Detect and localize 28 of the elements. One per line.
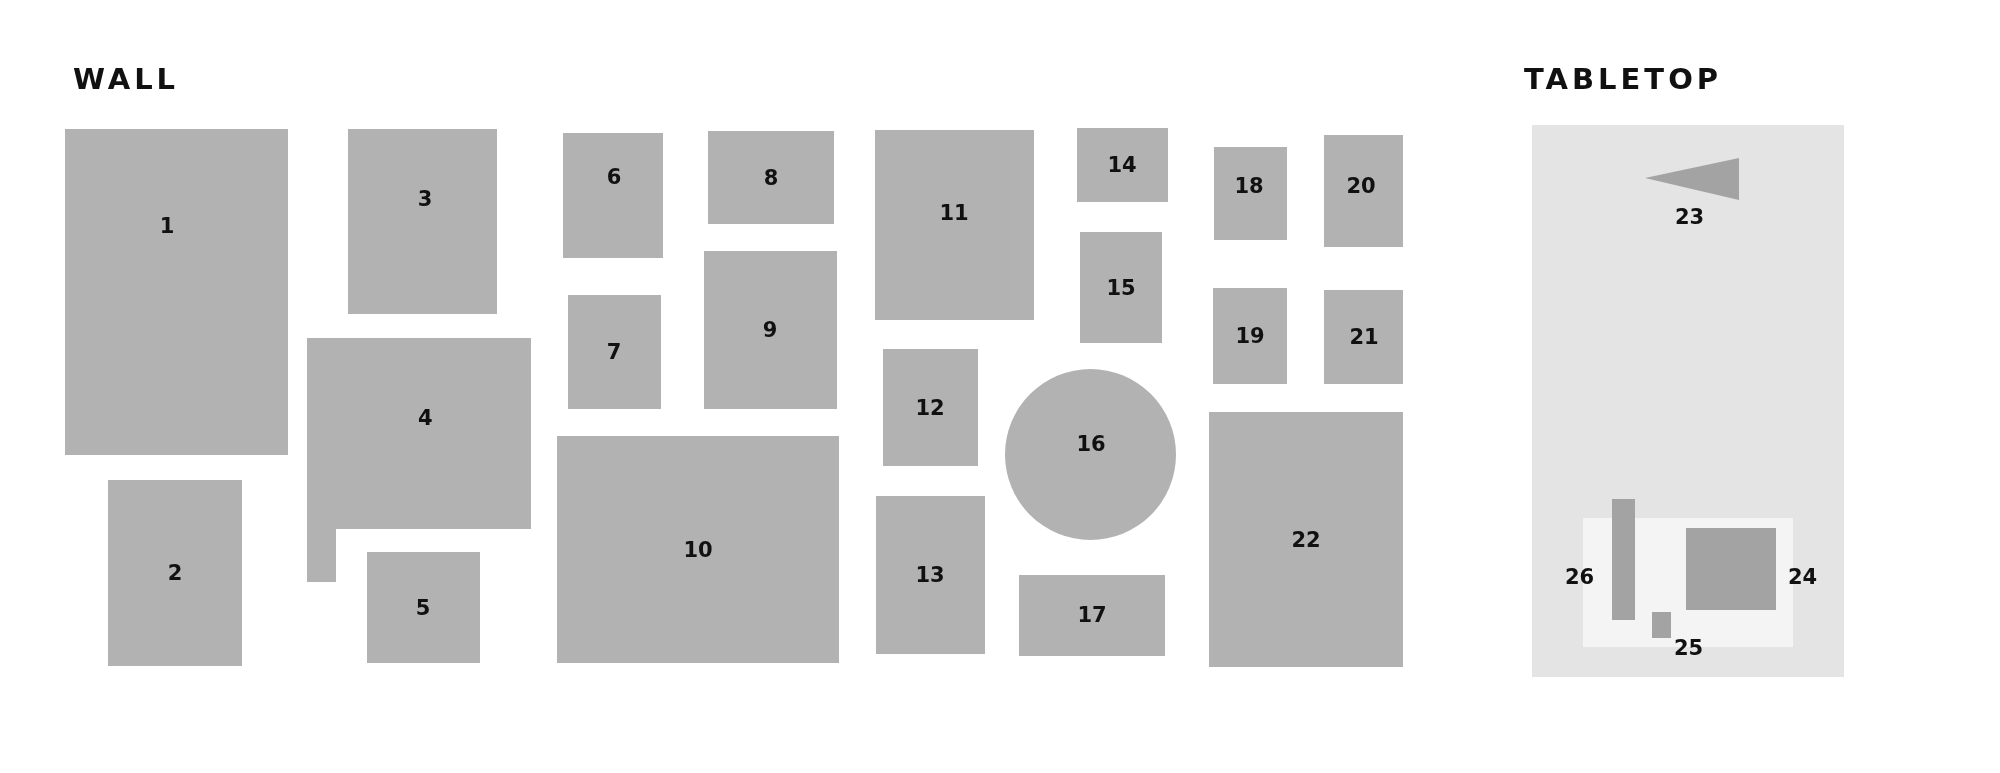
- item-number: 26: [1565, 565, 1595, 589]
- picture-frame: 22: [1209, 412, 1403, 667]
- picture-frame: 18: [1214, 147, 1287, 240]
- picture-frame: 17: [1019, 575, 1165, 656]
- picture-frame: 14: [1077, 128, 1168, 202]
- section-heading: TABLETOP: [1524, 62, 1723, 96]
- picture-frame: 5: [367, 552, 480, 663]
- picture-frame: 21: [1324, 290, 1403, 384]
- picture-frame: 1: [65, 129, 288, 455]
- item-number: 4: [418, 406, 433, 430]
- picture-frame: 3: [348, 129, 497, 314]
- picture-frame: 20: [1324, 135, 1403, 247]
- item-number: 23: [1675, 205, 1705, 229]
- picture-frame: 11: [875, 130, 1034, 320]
- picture-frame: 12: [883, 349, 978, 466]
- picture-frame: 10: [557, 436, 839, 663]
- picture-frame: 8: [708, 131, 834, 224]
- item-number: 25: [1674, 636, 1704, 660]
- picture-frame: 7: [568, 295, 661, 409]
- picture-frame: 6: [563, 133, 663, 258]
- section-heading: WALL: [73, 62, 180, 96]
- picture-frame: 13: [876, 496, 985, 654]
- picture-frame: 9: [704, 251, 837, 409]
- item-number: 24: [1788, 565, 1818, 589]
- picture-frame: 19: [1213, 288, 1287, 384]
- round-picture-frame: 16: [1005, 369, 1176, 540]
- picture-frame: 2: [108, 480, 242, 666]
- picture-frame: 15: [1080, 232, 1162, 343]
